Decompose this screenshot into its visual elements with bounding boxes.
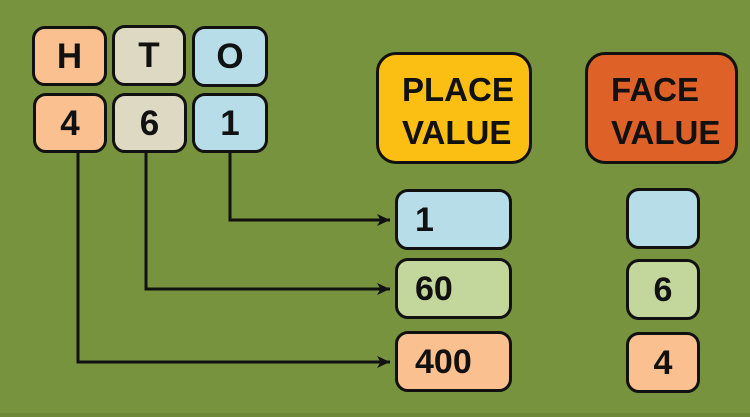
bottom-edge-strip	[0, 413, 750, 417]
digit-box-4: 4	[33, 93, 107, 153]
face-value-box-blank	[626, 188, 700, 249]
digit-box-6: 6	[112, 93, 187, 153]
letter-box-tens: T	[112, 25, 186, 86]
face-value-box-6: 6	[626, 259, 700, 320]
arrow-hundreds-to-400	[76, 150, 390, 368]
place-value-box-400: 400	[395, 331, 512, 392]
place-value-header-line1: PLACE	[402, 71, 514, 108]
place-value-box-1: 1	[395, 189, 512, 250]
face-value-header-line2: VALUE	[611, 114, 721, 151]
letter-box-ones: O	[192, 26, 268, 87]
arrow-tens-to-60	[144, 150, 390, 295]
letter-box-hundreds: H	[32, 26, 107, 86]
place-value-box-60: 60	[395, 258, 512, 319]
face-value-header-line1: FACE	[611, 71, 700, 108]
face-value-header: FACE VALUE	[585, 52, 738, 164]
place-value-header-line2: VALUE	[402, 114, 512, 151]
face-value-box-4: 4	[626, 332, 700, 393]
digit-box-1: 1	[192, 93, 268, 153]
place-value-header: PLACE VALUE	[376, 52, 532, 164]
arrow-ones-to-1	[228, 150, 390, 226]
